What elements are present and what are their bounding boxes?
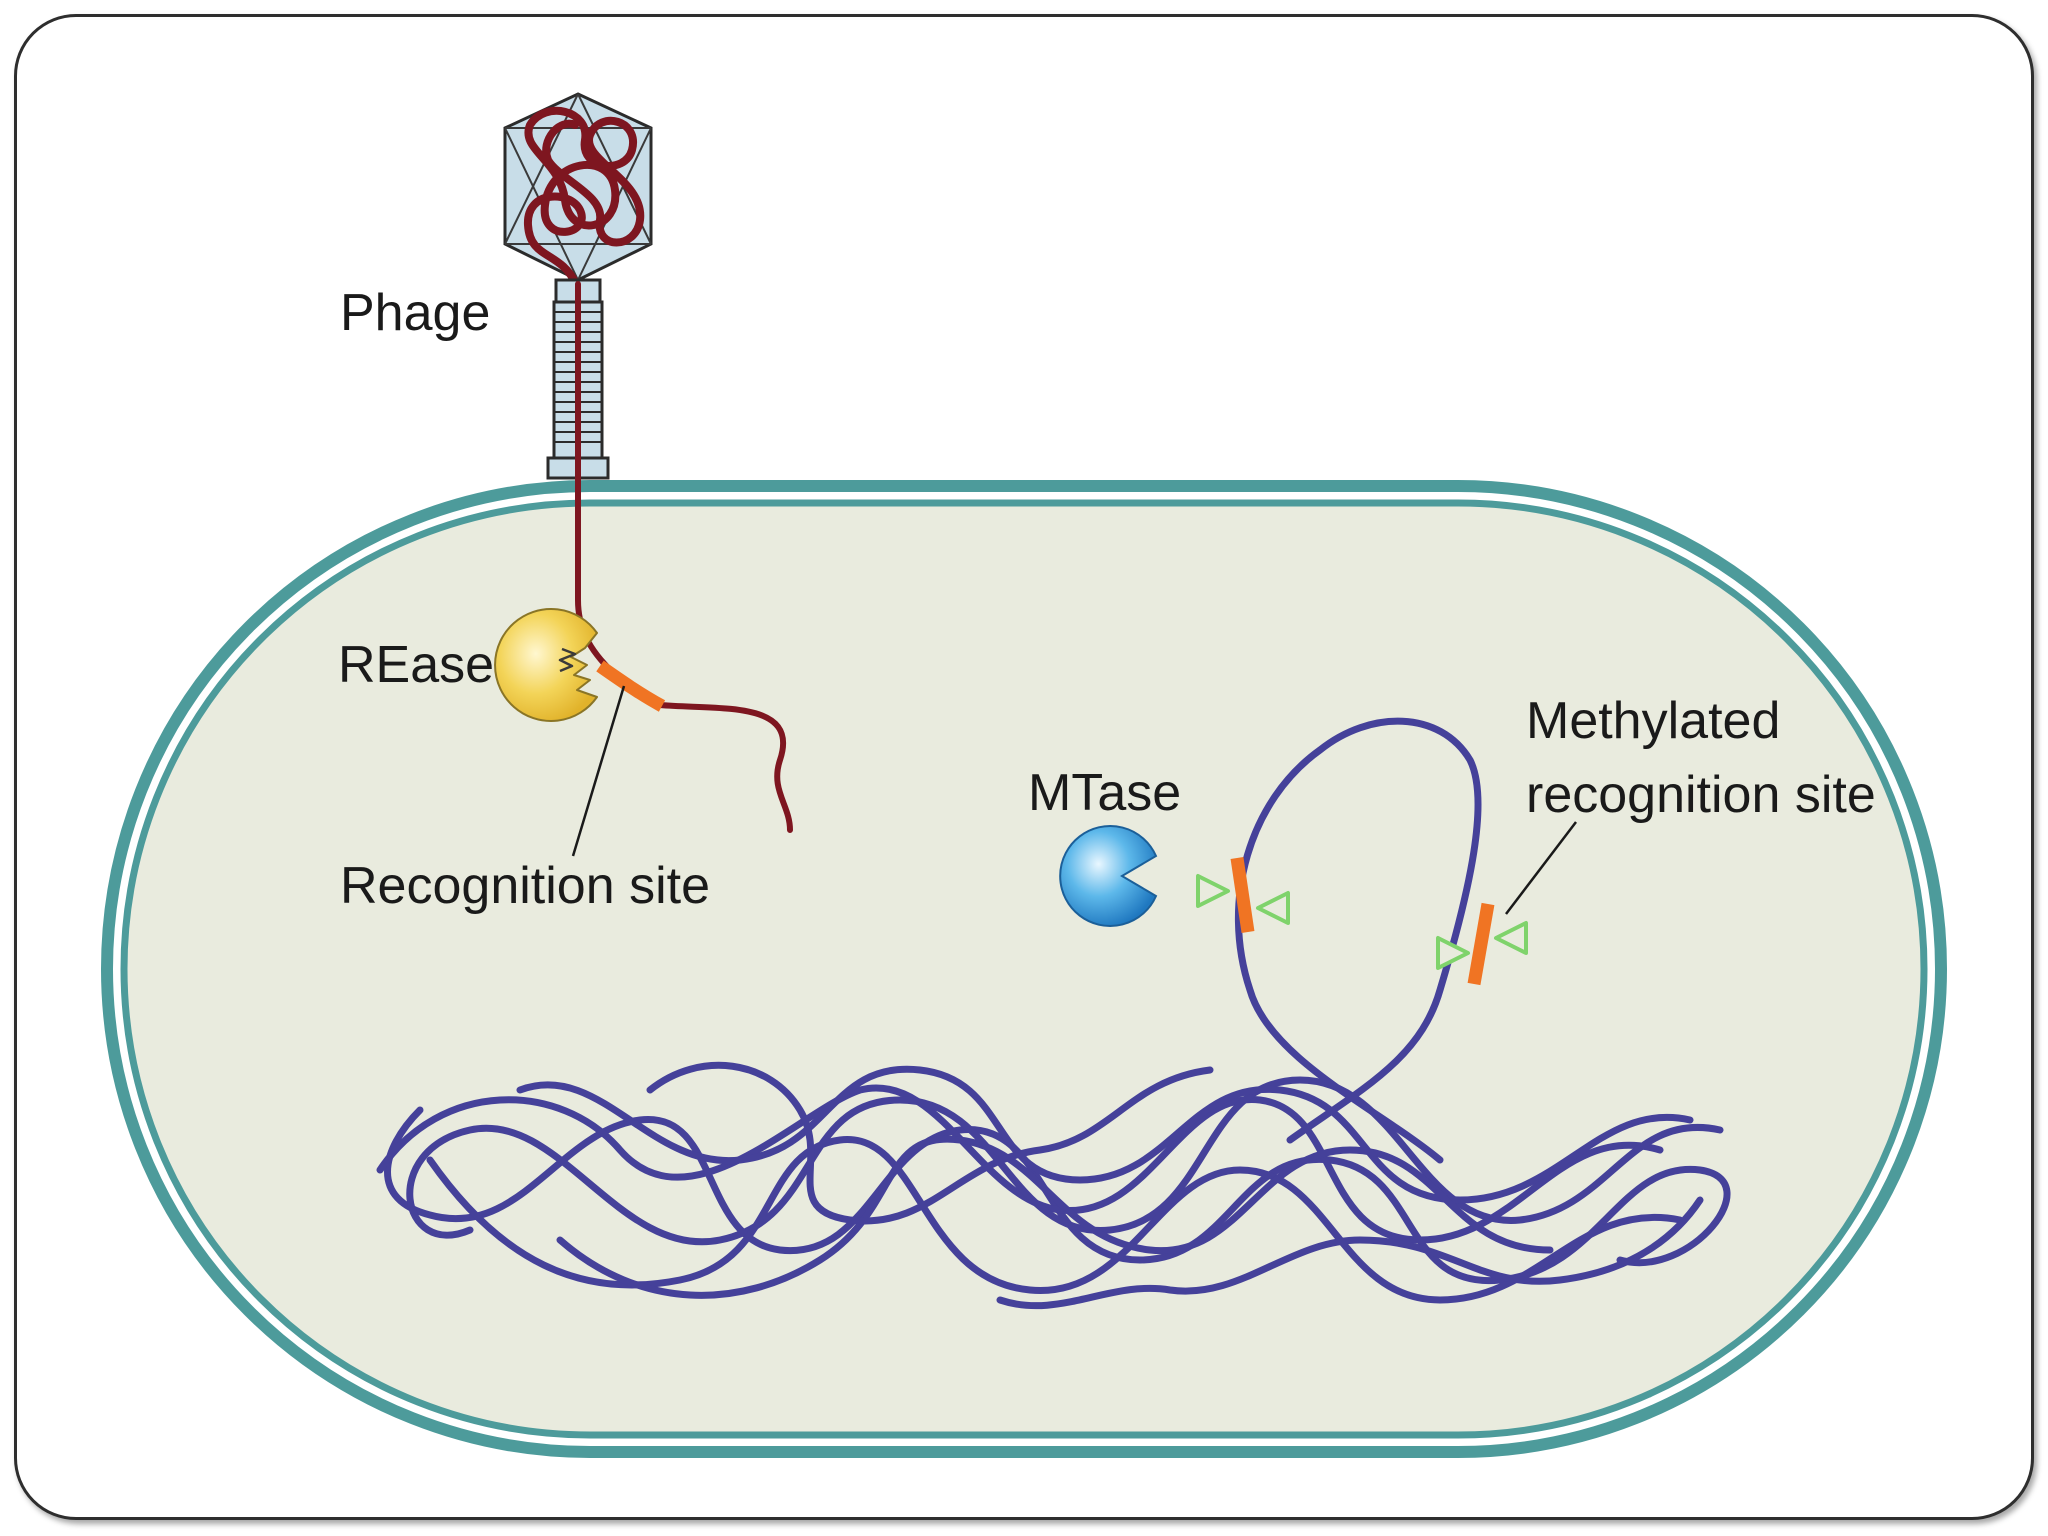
phage-injected-dna (575, 281, 793, 833)
methyl-marker-icon (1436, 936, 1470, 970)
phage-label: Phage (340, 284, 490, 342)
methyl-markers (1196, 874, 1528, 970)
methylated-site-right (1467, 902, 1495, 986)
methylated-site-left (1230, 857, 1255, 933)
mtase-icon (1059, 825, 1158, 927)
methyl-marker-icon (1494, 921, 1528, 955)
host-chromosome (376, 717, 1731, 1310)
phage-recognition-site (596, 660, 666, 712)
recognition-site-leader (571, 685, 626, 857)
methylated-site-leader (1505, 821, 1577, 915)
methylated-label-line2: recognition site (1526, 766, 1876, 824)
methyl-marker-icon (1196, 874, 1230, 908)
methylated-label-line1: Methylated (1526, 692, 1780, 750)
recognition-site-label: Recognition site (340, 857, 710, 915)
bacteriophage-icon (503, 92, 653, 480)
phage-packed-dna (524, 106, 645, 288)
rease-icon (494, 608, 598, 722)
methylated-recognition-sites (1230, 857, 1495, 986)
mtase-label: MTase (1028, 764, 1181, 822)
rease-label: REase (338, 636, 494, 694)
methyl-marker-icon (1256, 891, 1290, 925)
